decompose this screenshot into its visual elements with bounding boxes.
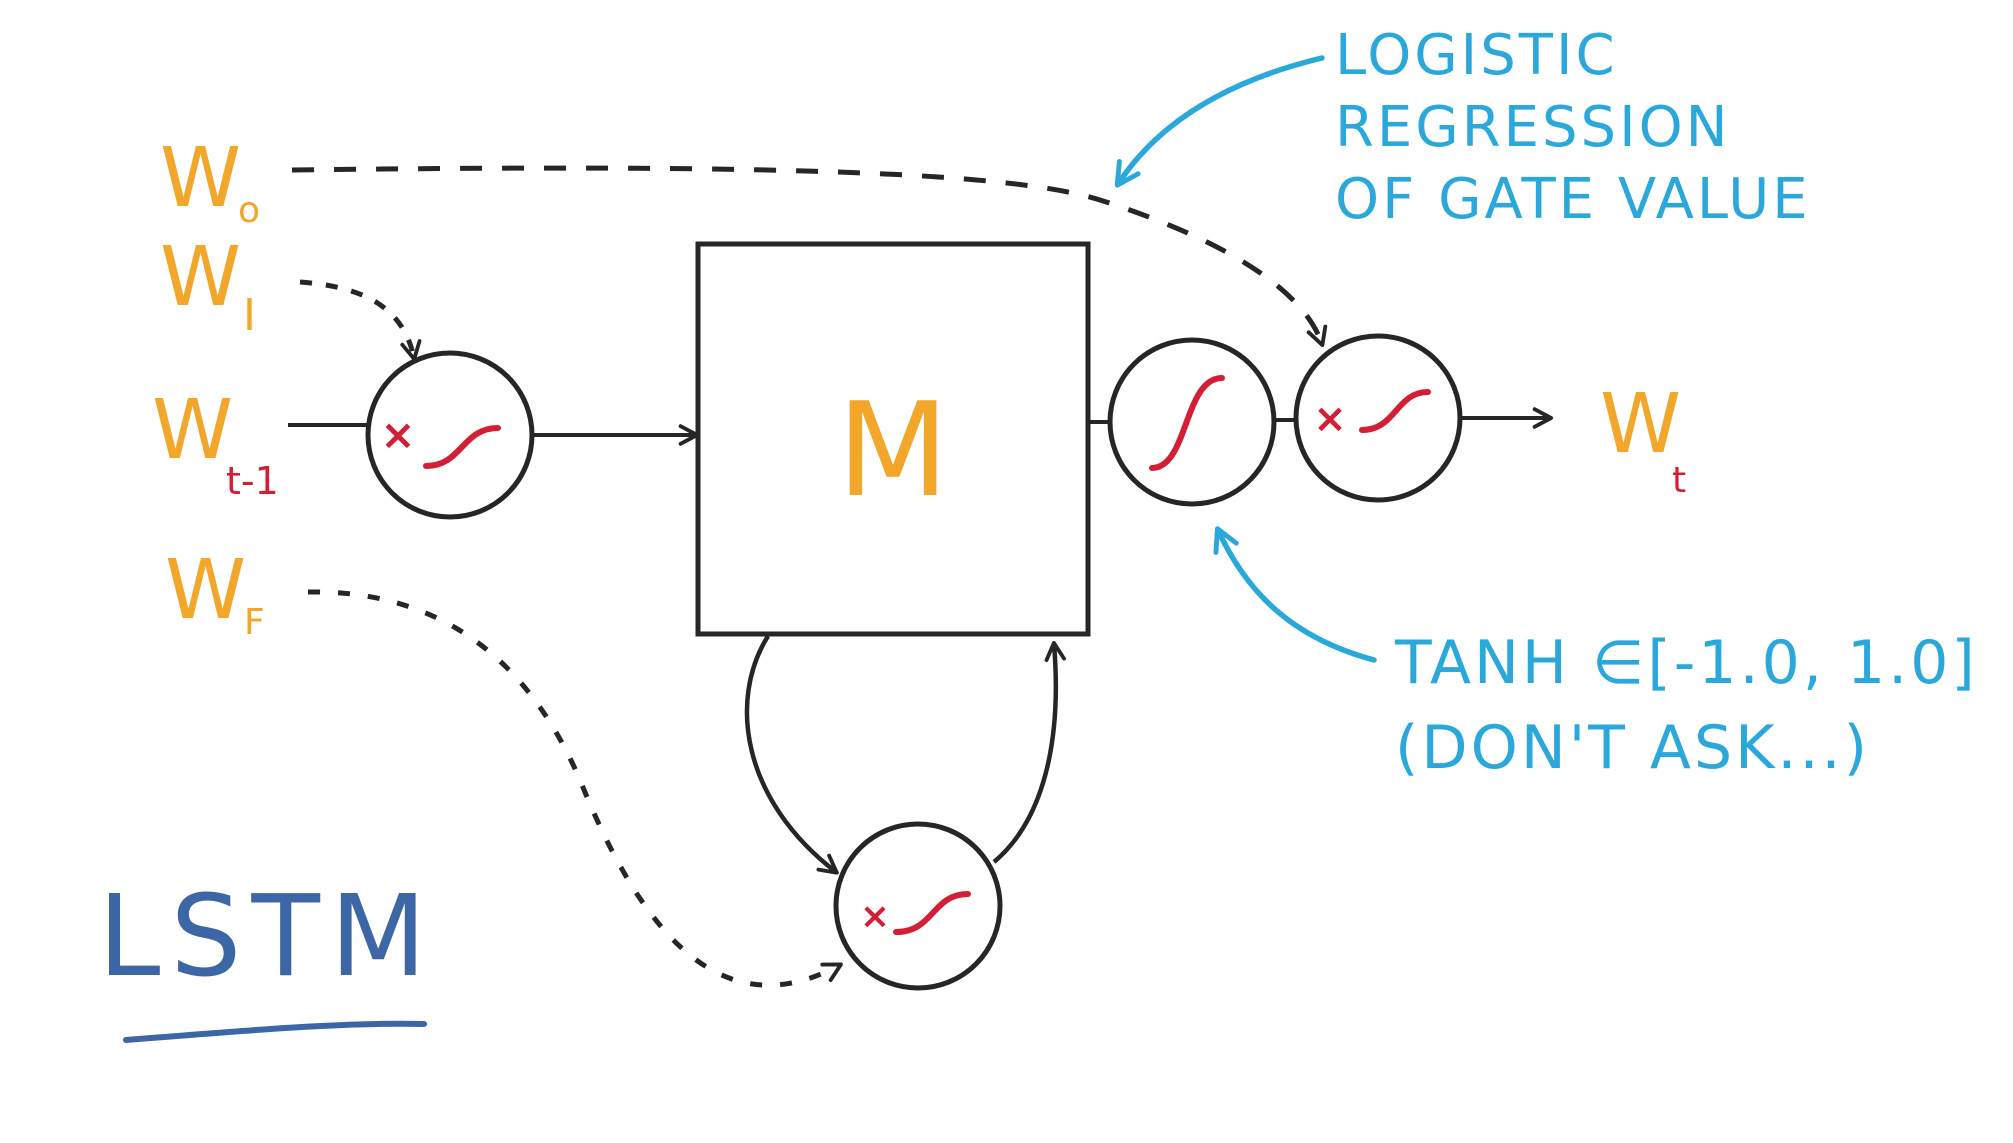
subscript-f: F bbox=[244, 602, 265, 643]
input-w-t-minus-1: W t-1 bbox=[152, 383, 279, 503]
input-gate-dashed-line bbox=[299, 279, 422, 362]
memory-label: M bbox=[837, 374, 949, 526]
label-w-i: W bbox=[160, 230, 241, 325]
subscript-i: I bbox=[243, 290, 256, 341]
input-wi: W I bbox=[160, 230, 256, 341]
input-gate-multiply-icon: × bbox=[380, 410, 415, 459]
label-w-f: W bbox=[165, 543, 246, 638]
logistic-annotation-arrow bbox=[1114, 55, 1325, 188]
subscript-t: t bbox=[1672, 460, 1686, 501]
input-gate-sigmoid-icon bbox=[423, 425, 501, 469]
lstm-title: LSTM bbox=[98, 872, 437, 1043]
tanh-line-1: TANH ∈[-1.0, 1.0] bbox=[1394, 628, 1978, 698]
forget-gate-circle bbox=[833, 821, 1003, 991]
output-gate-circle bbox=[1293, 333, 1463, 503]
lstm-label: LSTM bbox=[98, 872, 437, 1002]
forget-gate-multiply-icon: × bbox=[860, 896, 890, 937]
tanh-annotation: TANH ∈[-1.0, 1.0] (DON'T ASK...) bbox=[1394, 628, 1978, 783]
tanh-unit bbox=[1107, 337, 1277, 507]
output-gate: × bbox=[1293, 333, 1463, 503]
subscript-o: o bbox=[238, 190, 260, 231]
output-gate-sigmoid-icon bbox=[1359, 389, 1431, 433]
loop-arrow-down bbox=[744, 634, 839, 875]
tanh-curve-icon bbox=[1149, 375, 1225, 471]
logistic-line-2: REGRESSION bbox=[1335, 95, 1731, 160]
input-wf: W F bbox=[165, 543, 265, 643]
tanh-annotation-arrow bbox=[1213, 526, 1377, 663]
output-wt: W t bbox=[1600, 377, 1686, 501]
tanh-circle bbox=[1107, 337, 1277, 507]
output-gate-dashed-line bbox=[291, 165, 1328, 347]
subscript-t-minus-1: t-1 bbox=[226, 459, 279, 503]
tanh-line-2: (DON'T ASK...) bbox=[1395, 713, 1870, 783]
loop-arrow-up bbox=[992, 640, 1066, 864]
output-gate-multiply-icon: × bbox=[1313, 396, 1347, 442]
label-w-t-minus-1: W bbox=[152, 383, 233, 478]
input-gate-circle bbox=[365, 350, 535, 520]
logistic-line-1: LOGISTIC bbox=[1335, 23, 1618, 88]
label-w-t: W bbox=[1600, 377, 1681, 472]
lstm-underline bbox=[123, 1020, 427, 1043]
logistic-line-3: OF GATE VALUE bbox=[1335, 167, 1811, 232]
logistic-annotation: LOGISTIC REGRESSION OF GATE VALUE bbox=[1335, 23, 1811, 232]
label-w-o: W bbox=[160, 131, 241, 226]
forget-gate: × bbox=[833, 821, 1003, 991]
input-wo: W o bbox=[160, 131, 260, 231]
memory-cell bbox=[695, 241, 1091, 637]
input-gate: × bbox=[365, 350, 535, 520]
forget-gate-sigmoid-icon bbox=[893, 891, 971, 935]
